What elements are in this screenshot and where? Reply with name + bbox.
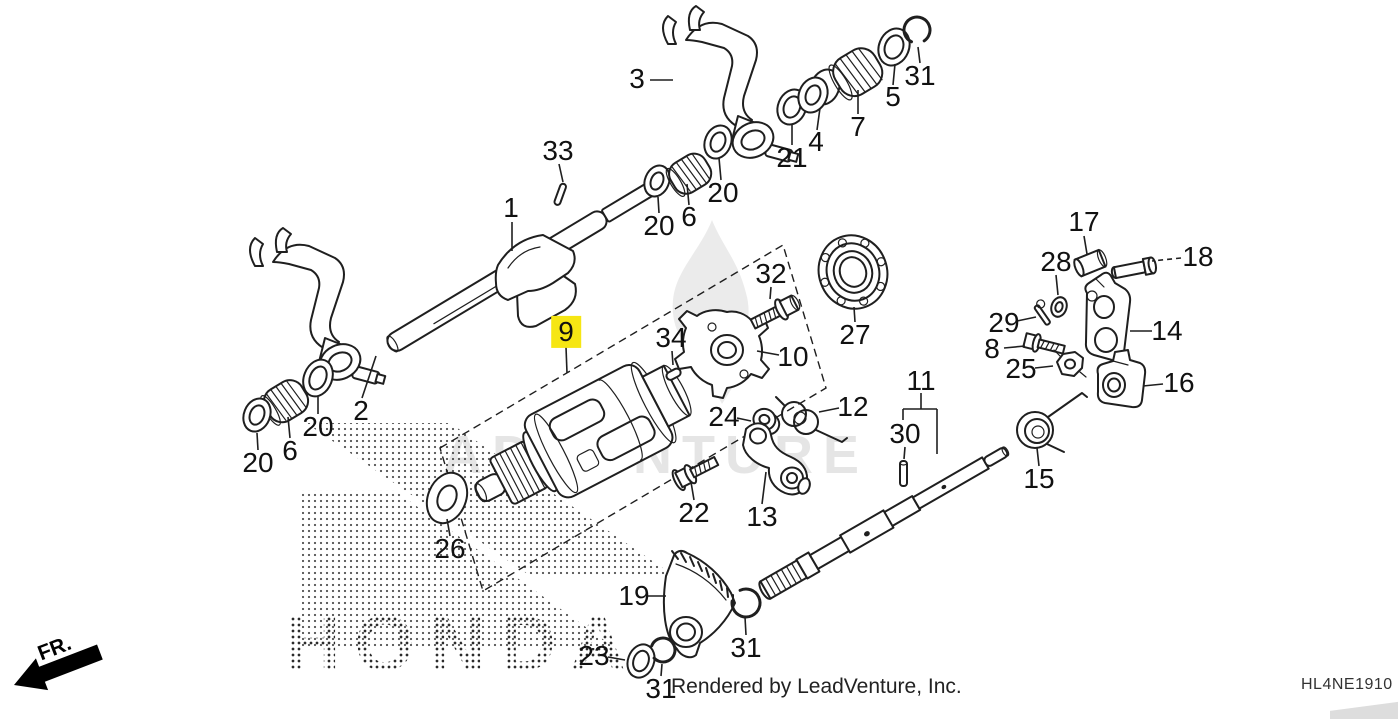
part-16-spindle-holder bbox=[1096, 349, 1147, 409]
callout-7[interactable]: 7 bbox=[850, 111, 866, 142]
callout-9[interactable]: 9 bbox=[551, 315, 581, 349]
part-5-washer bbox=[877, 27, 911, 67]
callout-leader-lines bbox=[256, 46, 1182, 677]
callout-32[interactable]: 32 bbox=[755, 258, 787, 289]
callout-26[interactable]: 26 bbox=[434, 533, 466, 564]
callout-30[interactable]: 30 bbox=[889, 418, 921, 449]
callout-29[interactable]: 29 bbox=[988, 307, 1020, 338]
honda-watermark: HONDA bbox=[284, 599, 640, 687]
callout-28[interactable]: 28 bbox=[1040, 246, 1072, 277]
part-33-dowel-pin bbox=[553, 182, 567, 206]
part-34-pin bbox=[665, 367, 682, 381]
callout-15[interactable]: 15 bbox=[1023, 463, 1055, 494]
callout-18[interactable]: 18 bbox=[1182, 241, 1214, 272]
part-4-collar bbox=[797, 68, 841, 114]
part-9-gearshift-drum bbox=[474, 361, 692, 505]
part-25-lock-nut bbox=[1053, 349, 1087, 378]
callout-1[interactable]: 1 bbox=[503, 192, 519, 223]
subassembly-9-dashed-outline bbox=[439, 243, 827, 593]
part-22-bolt bbox=[671, 456, 720, 492]
callout-13[interactable]: 13 bbox=[746, 501, 778, 532]
rendered-by-credit: Rendered by LeadVenture, Inc. bbox=[671, 675, 962, 698]
callout-2[interactable]: 2 bbox=[353, 395, 369, 426]
part-17-collar bbox=[1073, 248, 1108, 278]
part-32-bolt bbox=[749, 294, 801, 330]
part-20-washer bbox=[643, 164, 671, 198]
callout-31[interactable]: 31 bbox=[645, 673, 677, 704]
callout-20[interactable]: 20 bbox=[707, 177, 739, 208]
part-19-sector-gear bbox=[662, 549, 736, 659]
fr-arrow-icon bbox=[14, 644, 103, 691]
callout-20[interactable]: 20 bbox=[302, 411, 334, 442]
part-31-snap-ring bbox=[902, 15, 932, 45]
part-26-washer bbox=[425, 471, 469, 525]
callout-31[interactable]: 31 bbox=[730, 632, 762, 663]
callout-31[interactable]: 31 bbox=[904, 60, 936, 91]
callout-4[interactable]: 4 bbox=[808, 126, 824, 157]
part-18-joint-pin bbox=[1110, 256, 1158, 280]
part-7-spring bbox=[828, 47, 884, 101]
part-23-washer bbox=[626, 643, 656, 679]
callout-11[interactable]: 11 bbox=[906, 365, 936, 396]
callout-17[interactable]: 17 bbox=[1068, 206, 1100, 237]
callout-20[interactable]: 20 bbox=[643, 210, 675, 241]
part-11-gearshift-spindle bbox=[758, 446, 1010, 600]
part-27-ball-bearing bbox=[817, 234, 889, 310]
part-30-pin bbox=[899, 460, 908, 487]
part-28-washer bbox=[1050, 296, 1068, 318]
part-12-torsion-spring bbox=[775, 396, 848, 443]
callout-6[interactable]: 6 bbox=[282, 435, 298, 466]
callout-14[interactable]: 14 bbox=[1151, 315, 1183, 346]
callout-22[interactable]: 22 bbox=[678, 497, 710, 528]
callout-34[interactable]: 34 bbox=[655, 322, 687, 353]
callout-16[interactable]: 16 bbox=[1163, 367, 1195, 398]
callout-3[interactable]: 3 bbox=[629, 63, 645, 94]
callout-21[interactable]: 21 bbox=[776, 142, 808, 173]
callout-24[interactable]: 24 bbox=[708, 401, 740, 432]
callout-23[interactable]: 23 bbox=[578, 640, 610, 671]
callout-25[interactable]: 25 bbox=[1005, 353, 1037, 384]
part-14-change-holder bbox=[1084, 271, 1132, 362]
fr-direction-arrow: FR. bbox=[14, 632, 103, 691]
part-31-snap-ring bbox=[649, 636, 677, 664]
callout-5[interactable]: 5 bbox=[885, 81, 901, 112]
part-31-snap-ring bbox=[730, 587, 762, 619]
callout-12[interactable]: 12 bbox=[837, 391, 869, 422]
diagram-code: HL4NE1910 bbox=[1301, 676, 1393, 693]
callout-19[interactable]: 19 bbox=[618, 580, 650, 611]
part-20-washer bbox=[242, 397, 272, 433]
part-20-washer bbox=[302, 358, 334, 398]
callout-27[interactable]: 27 bbox=[839, 319, 871, 350]
part-1-fork-shaft bbox=[386, 182, 655, 353]
part-15-return-spring bbox=[1016, 392, 1088, 453]
part-13-stopper-arm bbox=[742, 422, 811, 496]
callout-6[interactable]: 6 bbox=[681, 201, 697, 232]
callout-20[interactable]: 20 bbox=[242, 447, 274, 478]
part-10-drum-stopper-plate bbox=[674, 309, 770, 399]
part-29-split-pin bbox=[1033, 299, 1051, 326]
callout-8[interactable]: 8 bbox=[984, 333, 1000, 364]
part-20-washer bbox=[703, 124, 733, 160]
callout-10[interactable]: 10 bbox=[777, 341, 809, 372]
callout-33[interactable]: 33 bbox=[542, 135, 574, 166]
part-8-bolt bbox=[1022, 332, 1066, 355]
part-6-spring bbox=[260, 379, 310, 426]
